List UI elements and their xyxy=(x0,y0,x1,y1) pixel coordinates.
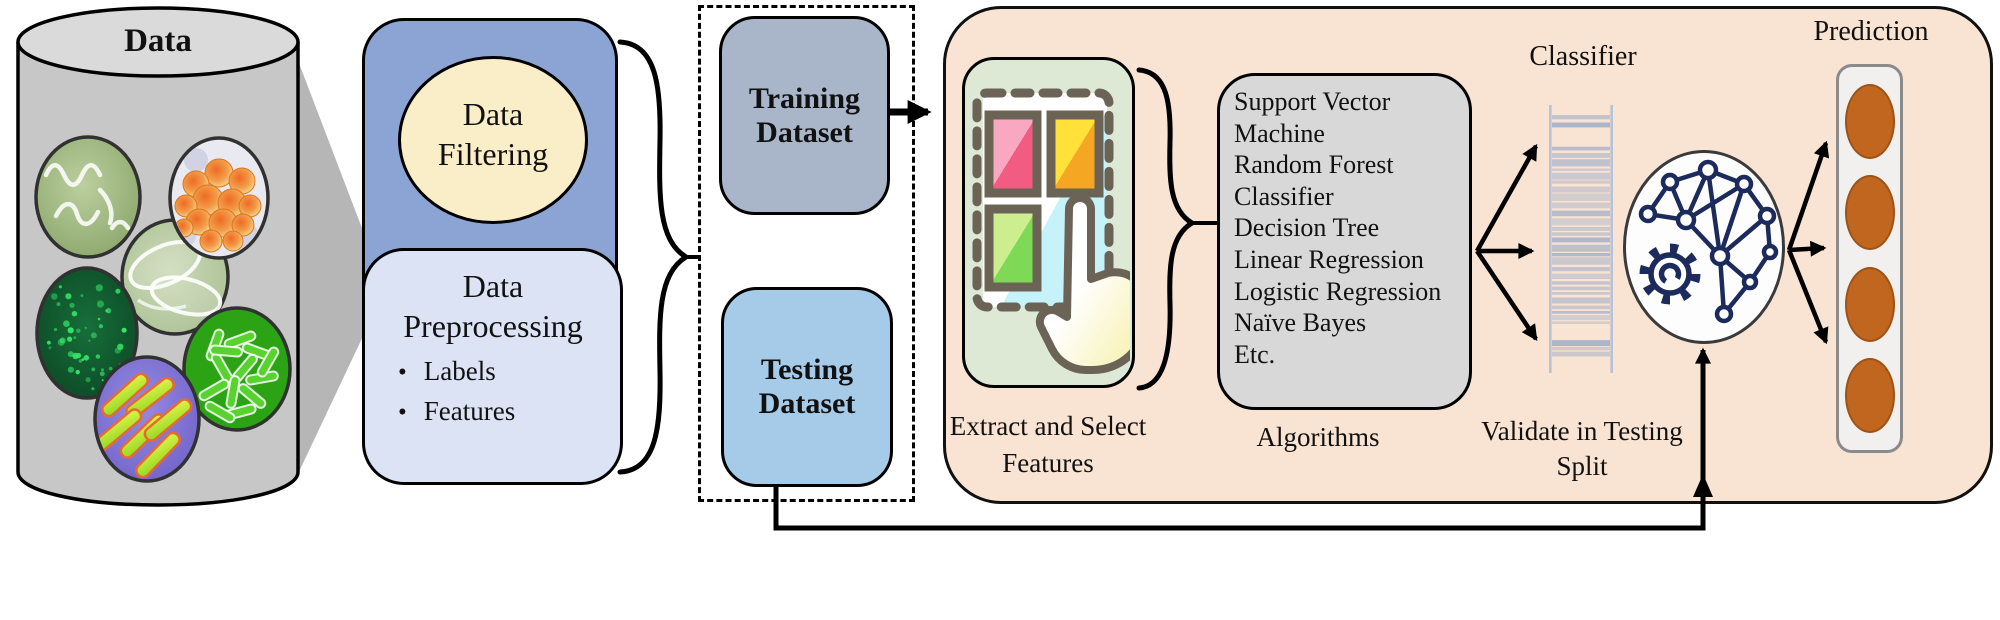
green-rod-bacteria-micrograph-icon xyxy=(182,306,292,432)
training-dataset-box: Training Dataset xyxy=(719,16,890,215)
algorithm-name: Support Vector xyxy=(1234,87,1391,116)
algorithm-name: Decision Tree xyxy=(1234,213,1380,243)
spirochetes-micrograph-icon xyxy=(34,135,142,259)
prediction-node xyxy=(1844,266,1895,342)
feature-selection-hand-icon xyxy=(972,88,1130,374)
algorithm-name: Linear Regression xyxy=(1234,244,1424,274)
fluorescent-colony-micrograph-icon xyxy=(35,266,139,400)
gear-icon xyxy=(1639,243,1701,305)
algorithms-label: Algorithms xyxy=(1256,422,1380,452)
zoom-funnel-shape xyxy=(297,58,365,476)
data-filtering-label: Data Filtering xyxy=(437,96,549,172)
algorithm-name: Machine xyxy=(1234,118,1325,148)
algorithm-name: Classifier xyxy=(1234,181,1334,211)
validate-testing-split-label: Validate in Testing Split xyxy=(1481,416,1683,481)
neural-network-gear-icon xyxy=(1638,159,1779,324)
algorithm-name: Logistic Regression xyxy=(1234,276,1442,306)
prediction-node xyxy=(1844,83,1895,159)
preprocessing-bullet: Features xyxy=(398,392,608,432)
algorithm-name: Random Forest xyxy=(1234,150,1394,180)
prediction-node xyxy=(1844,175,1895,251)
data-preprocessing-label: Data Preprocessing xyxy=(403,268,583,344)
extract-select-features-label: Extract and Select Features xyxy=(949,411,1147,478)
classifier-label: Classifier xyxy=(1529,41,1637,72)
preprocessing-bullet: Labels xyxy=(398,352,608,392)
preprocessing-bullet-list: LabelsFeatures xyxy=(398,352,608,432)
data-cylinder-label: Data xyxy=(124,23,192,59)
algorithm-name: Naïve Bayes xyxy=(1234,308,1367,338)
algorithm-name: Etc. xyxy=(1234,339,1276,369)
prediction-label: Prediction xyxy=(1813,16,1929,47)
prediction-output-column xyxy=(1836,64,1903,453)
testing-dataset-box: Testing Dataset xyxy=(721,287,893,487)
orange-cocci-cluster-micrograph-icon xyxy=(168,136,270,260)
prediction-node xyxy=(1844,358,1895,434)
data-filtering-ellipse xyxy=(398,56,588,224)
classifier-weights-bar xyxy=(1549,105,1613,373)
purple-stained-rods-micrograph-icon xyxy=(93,355,201,483)
